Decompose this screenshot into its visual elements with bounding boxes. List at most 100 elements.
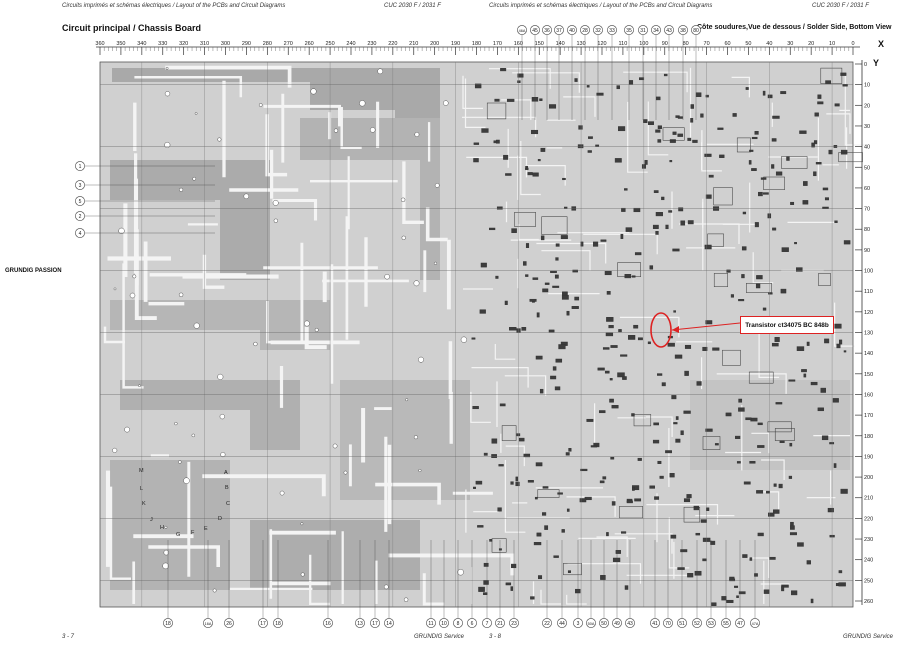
top-marker-circle <box>651 25 661 35</box>
smd-component <box>712 347 720 351</box>
pcb-pad <box>300 522 304 526</box>
pcb-trace <box>518 224 539 241</box>
smd-component <box>779 440 785 443</box>
pcb-trace <box>627 101 648 173</box>
pcb-pad <box>418 468 422 473</box>
smd-component <box>788 475 793 479</box>
smd-component <box>694 570 702 576</box>
smd-component <box>521 327 527 331</box>
pcb-pad <box>383 584 389 590</box>
top-marker-circle <box>580 25 590 35</box>
smd-component <box>659 475 664 479</box>
x-tick-label: 20 <box>808 41 814 47</box>
smd-component <box>491 454 497 458</box>
smd-component <box>755 283 761 289</box>
bottom-marker-circle <box>692 618 702 628</box>
smd-component <box>821 435 829 441</box>
smd-component <box>509 327 517 331</box>
smd-component <box>621 531 627 534</box>
smd-component <box>479 309 486 314</box>
smd-component <box>741 246 747 251</box>
x-tick-label: 260 <box>305 41 314 47</box>
top-marker-label: 32 <box>595 28 601 34</box>
pcb-trace <box>563 96 596 117</box>
smd-component <box>748 371 774 384</box>
callout-leader-line <box>671 322 741 331</box>
smd-component <box>710 540 716 545</box>
x-tick-label: 80 <box>683 41 689 47</box>
smd-component <box>687 220 694 225</box>
connector-letter: L <box>140 486 143 492</box>
smd-component <box>806 560 811 565</box>
smd-component <box>824 197 829 201</box>
smd-component <box>817 94 822 99</box>
smd-component <box>771 138 777 142</box>
smd-component <box>763 176 785 190</box>
smd-component <box>843 350 847 353</box>
connector-letter: C <box>226 501 230 507</box>
y-tick-label: 40 <box>864 145 870 151</box>
smd-component <box>617 262 641 277</box>
smd-component <box>501 425 517 441</box>
connector-letter: A <box>224 470 228 476</box>
pcb-trace <box>148 545 220 567</box>
smd-component <box>654 496 660 500</box>
bottom-marker-label: 6 <box>471 621 474 627</box>
smd-component <box>618 329 622 333</box>
smd-component <box>796 267 803 272</box>
smd-component <box>617 372 625 378</box>
y-tick-label: 140 <box>864 351 873 357</box>
y-tick-label: 210 <box>864 496 873 502</box>
smd-component <box>478 586 485 592</box>
pcb-pad <box>253 341 258 347</box>
smd-component <box>790 525 795 530</box>
y-tick-label: 50 <box>864 165 870 171</box>
smd-component <box>565 452 570 456</box>
y-tick-label: 110 <box>864 289 873 295</box>
x-tick-label: 350 <box>116 41 125 47</box>
smd-component <box>834 220 838 223</box>
smd-component <box>772 227 777 231</box>
smd-component <box>687 137 692 141</box>
smd-component <box>606 291 611 295</box>
x-tick-label: 190 <box>451 41 460 47</box>
smd-component <box>643 119 648 123</box>
smd-component <box>563 563 582 576</box>
smd-component <box>561 295 569 300</box>
connector-letter: D <box>218 516 222 522</box>
smd-component <box>748 160 752 165</box>
smd-component <box>836 343 841 349</box>
bottom-marker-label: 3 <box>577 621 580 627</box>
smd-component <box>595 144 600 147</box>
smd-component <box>843 240 851 245</box>
smd-component <box>738 591 746 595</box>
smd-component <box>539 98 543 101</box>
left-marker-label: 3 <box>79 183 82 189</box>
pcb-pad <box>165 66 169 70</box>
pcb-trace <box>540 589 561 605</box>
smd-component <box>840 149 848 155</box>
bottom-marker-circle <box>542 618 552 628</box>
x-tick-label: 150 <box>535 41 544 47</box>
pcb-pad <box>113 287 117 291</box>
header-right-caption: Circuits imprimés et schémas électriques… <box>489 3 713 9</box>
smd-component <box>499 403 506 407</box>
smd-component <box>695 92 702 97</box>
smd-component <box>555 257 559 261</box>
x-tick-label: 160 <box>514 41 523 47</box>
smd-component <box>771 342 779 347</box>
smd-component <box>602 347 610 350</box>
connector-letter: B <box>225 485 229 491</box>
y-axis-ticks: 0102030405060708090100110120130140150160… <box>100 62 873 605</box>
smd-component <box>771 164 775 169</box>
bottom-marker-circle <box>557 618 567 628</box>
left-marker-label: 1 <box>79 164 82 170</box>
x-tick-label: 110 <box>619 41 628 47</box>
pcb-pad <box>359 100 366 107</box>
y-tick-label: 100 <box>864 269 873 275</box>
bottom-marker-label: 23 <box>511 621 517 627</box>
left-marker-circle <box>75 211 85 221</box>
x-tick-label: 330 <box>158 41 167 47</box>
connector-letter: M <box>139 468 144 474</box>
smd-component <box>604 370 610 374</box>
